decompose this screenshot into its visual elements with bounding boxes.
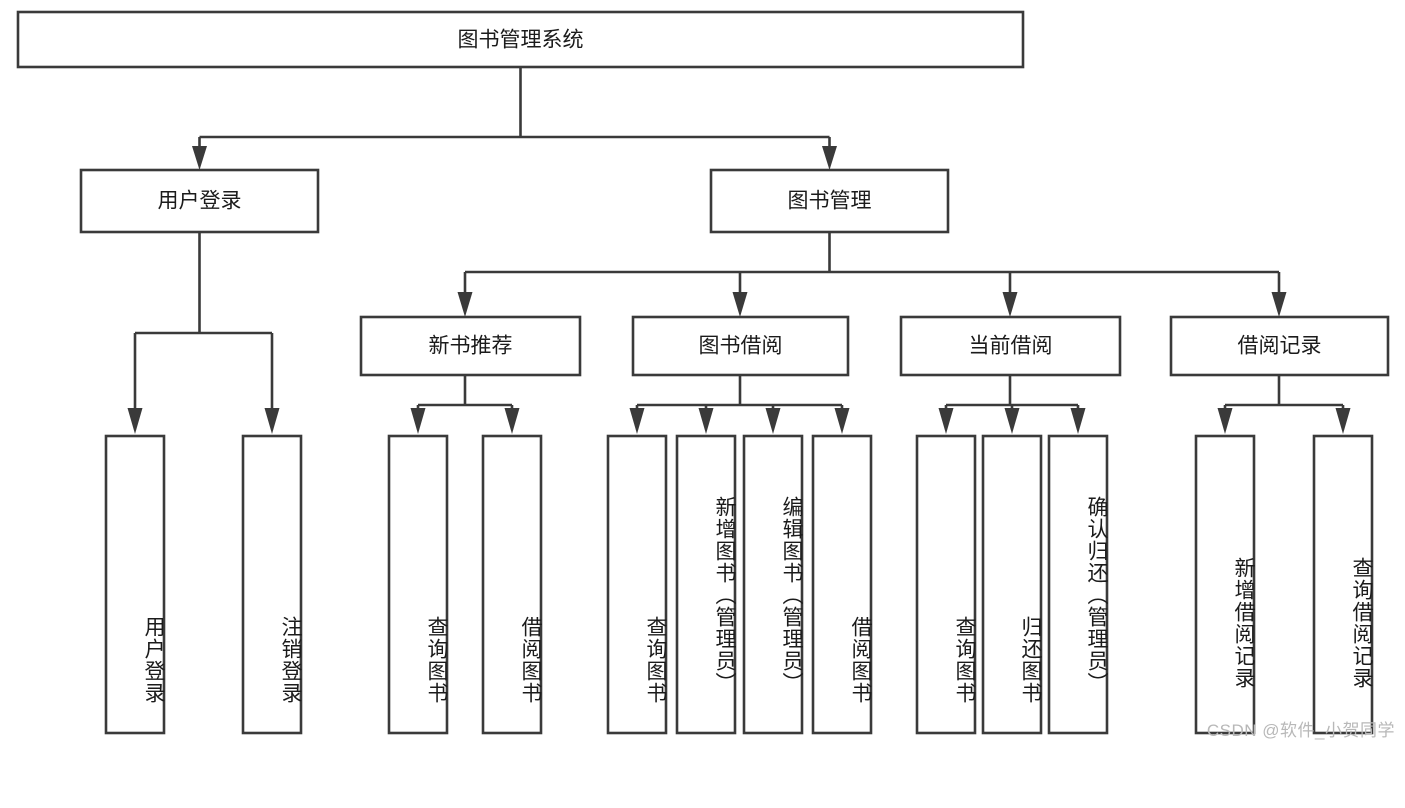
arrowhead-icon — [192, 146, 207, 170]
arrowhead-icon — [457, 292, 473, 317]
node-book-manage-label: 图书管理 — [788, 190, 872, 213]
leaf-box-user-logout[interactable] — [241, 434, 303, 735]
node-current-borrow[interactable]: 当前借阅 — [899, 315, 1122, 377]
leaf-box-query-record[interactable] — [1312, 434, 1374, 735]
connector-newbook-to-leaves — [410, 375, 520, 434]
arrowhead-icon — [698, 408, 714, 434]
connector-bookmanage-to-level3 — [457, 232, 1287, 317]
leaf-box-borrow-book-1[interactable] — [481, 434, 543, 735]
leaf-boxes-group — [104, 434, 1374, 735]
arrowhead-icon — [938, 408, 954, 434]
arrowhead-icon — [264, 408, 280, 434]
leaf-box-return-book[interactable] — [981, 434, 1043, 735]
arrowhead-icon — [1217, 408, 1233, 434]
node-borrow-record-label: 借阅记录 — [1238, 335, 1322, 358]
arrowhead-icon — [1002, 292, 1018, 317]
arrowhead-icon — [822, 146, 837, 170]
connector-borrowrecord-to-leaves — [1217, 375, 1351, 434]
node-book-borrow[interactable]: 图书借阅 — [631, 315, 850, 377]
node-root-label: 图书管理系统 — [458, 29, 584, 52]
arrowhead-icon — [410, 408, 426, 434]
node-new-book-rec-label: 新书推荐 — [429, 335, 513, 358]
arrowhead-icon — [732, 292, 748, 317]
node-user-login-label: 用户登录 — [158, 190, 242, 213]
connector-currentborrow-to-leaves — [938, 375, 1086, 434]
arrowhead-icon — [765, 408, 781, 434]
connector-root-to-level2 — [192, 67, 837, 170]
arrowhead-icon — [1335, 408, 1351, 434]
leaf-box-add-record[interactable] — [1194, 434, 1256, 735]
leaf-box-add-book[interactable] — [675, 434, 737, 735]
leaf-box-borrow-book-2[interactable] — [811, 434, 873, 735]
node-root-system[interactable]: 图书管理系统 — [16, 10, 1025, 69]
node-new-book-rec[interactable]: 新书推荐 — [359, 315, 582, 377]
node-borrow-record[interactable]: 借阅记录 — [1169, 315, 1390, 377]
leaf-box-confirm-return[interactable] — [1047, 434, 1109, 735]
arrowhead-icon — [1004, 408, 1020, 434]
arrowhead-icon — [1070, 408, 1086, 434]
hierarchy-diagram-svg: 图书管理系统 用户登录 图书管理 新书推荐 图书借阅 当前借阅 借阅记录 — [16, 10, 1390, 735]
arrowhead-icon — [834, 408, 850, 434]
leaf-box-edit-book[interactable] — [742, 434, 804, 735]
connector-userlogin-to-leaves — [127, 232, 280, 434]
arrowhead-icon — [127, 408, 143, 434]
leaf-box-user-login[interactable] — [104, 434, 166, 735]
csdn-watermark: CSDN @软件_小贺同学 — [1206, 721, 1395, 740]
arrowhead-icon — [629, 408, 645, 434]
connector-bookborrow-to-leaves — [629, 375, 850, 434]
arrowhead-icon — [504, 408, 520, 434]
leaf-box-query-book-3[interactable] — [915, 434, 977, 735]
arrowhead-icon — [1271, 292, 1287, 317]
node-user-login[interactable]: 用户登录 — [79, 168, 320, 234]
node-current-borrow-label: 当前借阅 — [969, 335, 1053, 358]
leaf-box-query-book-1[interactable] — [387, 434, 449, 735]
node-book-borrow-label: 图书借阅 — [699, 335, 783, 358]
node-book-manage[interactable]: 图书管理 — [709, 168, 950, 234]
leaf-box-query-book-2[interactable] — [606, 434, 668, 735]
diagram-canvas-root: 图书管理系统 用户登录 图书管理 新书推荐 图书借阅 当前借阅 借阅记录 — [16, 10, 1395, 740]
